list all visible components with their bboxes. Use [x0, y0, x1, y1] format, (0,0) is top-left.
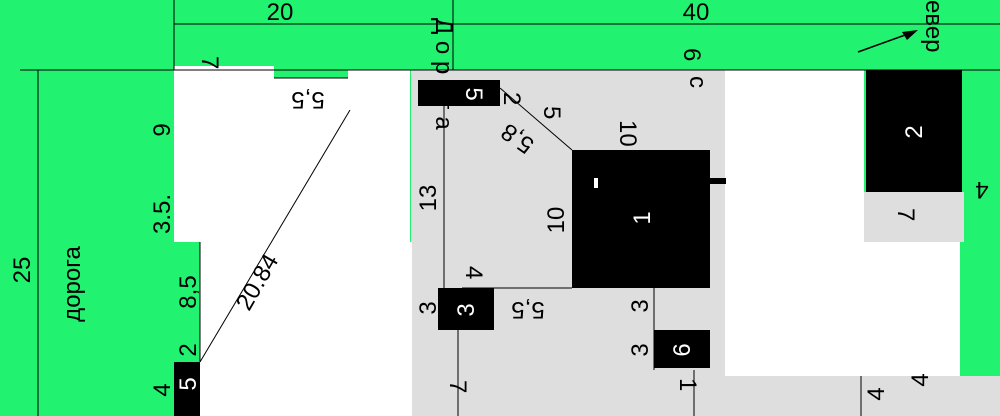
dim-4-bottom: 4	[863, 387, 890, 400]
ruler-label-40: 40	[683, 0, 710, 26]
dim-7-right: 7	[892, 208, 919, 221]
dim-6-top: 6	[678, 48, 705, 61]
dim-7-bottom: 7	[444, 380, 471, 393]
building-2	[866, 70, 962, 192]
dim-4-mid: 4	[460, 266, 487, 279]
dim-7-top: 7	[196, 56, 223, 69]
dim-3-5: 3.5.	[149, 194, 176, 234]
white-area-right-lower	[864, 242, 960, 376]
dim-2-left: 2	[175, 343, 202, 356]
white-area-left	[174, 66, 274, 242]
north-label: евер	[920, 0, 947, 53]
building-6-label: 6	[669, 343, 696, 356]
dim-4-bottom2: 4	[907, 373, 934, 386]
white-area-strip	[274, 78, 348, 378]
ruler-label-20: 20	[267, 0, 294, 26]
dim-3-bld3: 3	[415, 301, 442, 314]
white-area-block	[348, 70, 410, 380]
building-5a	[174, 362, 200, 416]
building-1-label: 1	[629, 211, 656, 224]
dim-5-mid: 5	[538, 106, 565, 119]
building-3-label: 3	[453, 303, 480, 316]
dim-c: c	[684, 76, 711, 88]
dim-8-5: 8,5	[175, 275, 202, 308]
building-1-stub	[710, 178, 726, 184]
paved-area-right	[864, 192, 964, 242]
building-6	[654, 330, 710, 368]
dim-3-lower: 3	[627, 343, 654, 356]
white-area-right	[725, 70, 864, 376]
building-5b	[418, 80, 500, 106]
dim-13: 13	[415, 185, 442, 212]
building-2-label: 2	[901, 125, 928, 138]
dim-10-top: 10	[614, 120, 641, 147]
dim-10-left: 10	[543, 207, 570, 234]
dim-4-left: 4	[149, 383, 176, 396]
building-5a-label: 5	[175, 377, 202, 390]
dim-1-bottom: 1	[674, 378, 701, 391]
dim-2-mid: 2	[498, 92, 525, 105]
dim-3-upper: 3	[627, 299, 654, 312]
dim-9: 9	[149, 123, 176, 136]
building-small	[594, 178, 598, 188]
road-label-top: Д о р о г а	[430, 18, 457, 130]
building-1	[572, 150, 710, 288]
diagonal-line	[199, 109, 351, 363]
building-3	[438, 288, 494, 330]
dim-5-5-top: 5,5	[291, 86, 324, 113]
road-label-left: дорога	[59, 246, 86, 322]
building-5b-label: 5	[460, 87, 487, 100]
dim-5-5-mid: 5,5	[511, 296, 544, 323]
dim-4-right: 4	[975, 176, 988, 203]
paved-area-bottom-right	[725, 376, 1000, 416]
diagonal-5-8	[499, 87, 573, 151]
dim-25: 25	[9, 257, 36, 284]
north-arrow-head	[902, 30, 918, 40]
north-arrow	[857, 33, 909, 53]
